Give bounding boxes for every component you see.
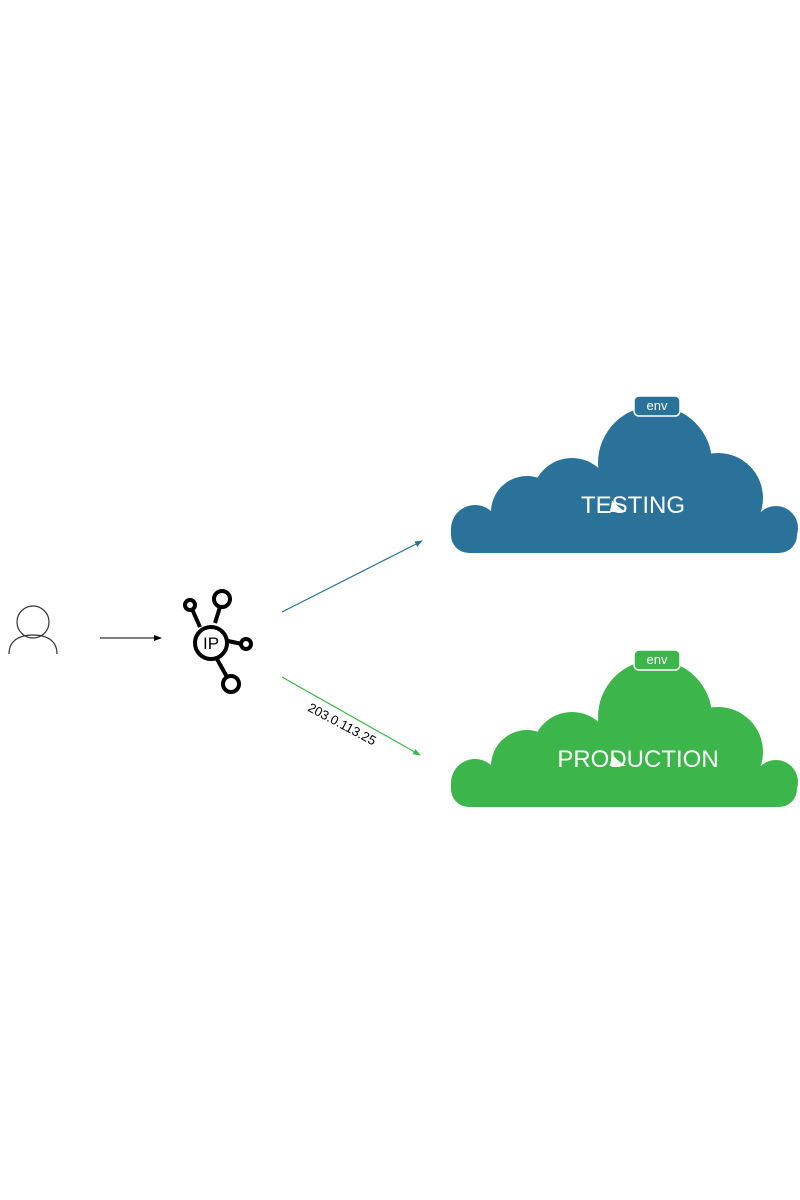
testing-cloud	[451, 406, 798, 553]
production-cloud	[451, 660, 798, 807]
production-env-badge-label: env	[647, 652, 668, 667]
testing-label: TESTING	[581, 492, 685, 519]
testing-env-badge: env	[633, 395, 681, 417]
ip-hub-icon	[183, 589, 253, 694]
router-to-testing-arrow	[281, 540, 423, 613]
production-ip-label: 203.0.113.25	[306, 700, 379, 748]
router-to-production-arrow	[281, 676, 421, 756]
production-env-badge: env	[633, 649, 681, 671]
production-label: PRODUCTION	[557, 746, 718, 773]
ip-label: IP	[203, 634, 219, 653]
testing-env-badge-label: env	[647, 398, 668, 413]
user-icon	[8, 605, 58, 655]
